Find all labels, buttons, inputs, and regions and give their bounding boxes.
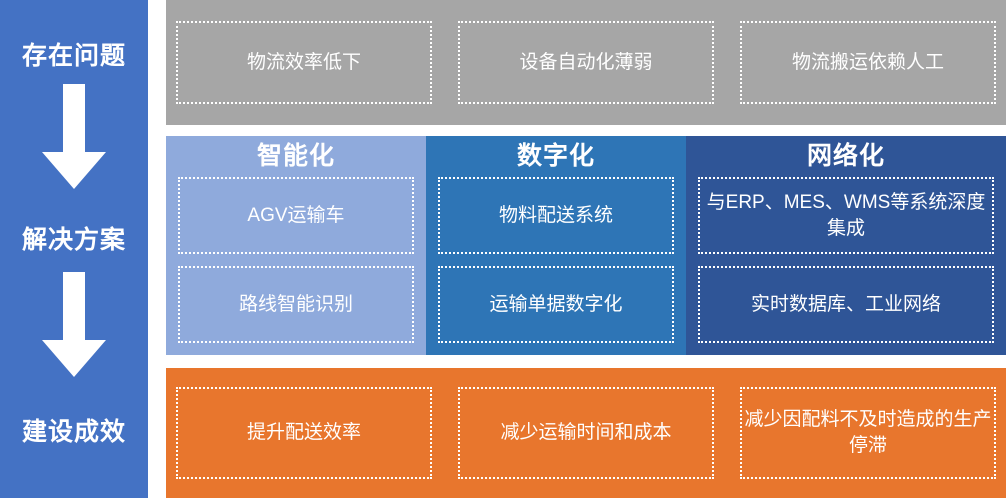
solution-card-label: 运输单据数字化 — [489, 293, 623, 315]
stage-label-results: 建设成效 — [21, 418, 126, 446]
solution-column-body: AGV运输车 路线智能识别 — [166, 177, 426, 355]
problems-band: 物流效率低下 设备自动化薄弱 物流搬运依赖人工 — [166, 0, 1006, 125]
problems-card-row: 物流效率低下 设备自动化薄弱 物流搬运依赖人工 — [166, 0, 1006, 125]
solution-column-intelligent: 智能化 AGV运输车 路线智能识别 — [166, 136, 426, 355]
solution-card-label: 路线智能识别 — [238, 293, 353, 315]
result-card[interactable]: 提升配送效率 — [176, 387, 432, 479]
solution-band: 智能化 AGV运输车 路线智能识别 数字化 物料配送系统 — [166, 136, 1006, 355]
problem-card[interactable]: 设备自动化薄弱 — [458, 21, 714, 104]
solution-column-body: 与ERP、MES、WMS等系统深度集成 实时数据库、工业网络 — [686, 177, 1006, 355]
solution-card[interactable]: 实时数据库、工业网络 — [697, 266, 995, 343]
problem-card[interactable]: 物流搬运依赖人工 — [740, 21, 996, 104]
solution-column-title: 网络化 — [806, 142, 885, 170]
result-card[interactable]: 减少因配料不及时造成的生产停滞 — [740, 387, 996, 479]
problem-card-label: 设备自动化薄弱 — [519, 51, 653, 73]
stage-label-solution: 解决方案 — [21, 226, 126, 254]
solution-column-network: 网络化 与ERP、MES、WMS等系统深度集成 实时数据库、工业网络 — [685, 136, 1006, 355]
result-card[interactable]: 减少运输时间和成本 — [458, 387, 714, 479]
solution-card[interactable]: 路线智能识别 — [178, 266, 414, 343]
results-card-row: 提升配送效率 减少运输时间和成本 减少因配料不及时造成的生产停滞 — [166, 368, 1006, 498]
result-card-label: 减少运输时间和成本 — [500, 422, 672, 444]
solution-card-label: 物料配送系统 — [498, 204, 613, 226]
solution-column-digital: 数字化 物料配送系统 运输单据数字化 — [425, 136, 686, 355]
solution-card[interactable]: 运输单据数字化 — [437, 266, 674, 343]
solution-card[interactable]: AGV运输车 — [178, 177, 414, 254]
stage-rail: 存在问题 解决方案 建设成效 — [0, 0, 148, 498]
results-band: 提升配送效率 减少运输时间和成本 减少因配料不及时造成的生产停滞 — [166, 368, 1006, 498]
solution-column-title: 智能化 — [256, 142, 335, 170]
solution-card-label: AGV运输车 — [247, 204, 345, 226]
result-card-label: 减少因配料不及时造成的生产停滞 — [744, 409, 992, 456]
arrow-down-icon — [35, 272, 113, 380]
solution-columns: 智能化 AGV运输车 路线智能识别 数字化 物料配送系统 — [166, 136, 1006, 355]
solution-card[interactable]: 与ERP、MES、WMS等系统深度集成 — [697, 177, 995, 254]
problem-card-label: 物流效率低下 — [246, 51, 361, 73]
solution-card-label: 与ERP、MES、WMS等系统深度集成 — [706, 191, 986, 239]
result-card-label: 提升配送效率 — [246, 422, 361, 444]
problem-card[interactable]: 物流效率低下 — [176, 21, 432, 104]
solution-column-body: 物料配送系统 运输单据数字化 — [426, 177, 686, 355]
arrow-down-icon — [35, 84, 113, 192]
solution-card[interactable]: 物料配送系统 — [437, 177, 674, 254]
solution-column-title: 数字化 — [516, 142, 595, 170]
problem-card-label: 物流搬运依赖人工 — [791, 51, 944, 73]
solution-card-label: 实时数据库、工业网络 — [750, 293, 941, 315]
stage-label-problems: 存在问题 — [21, 42, 126, 70]
